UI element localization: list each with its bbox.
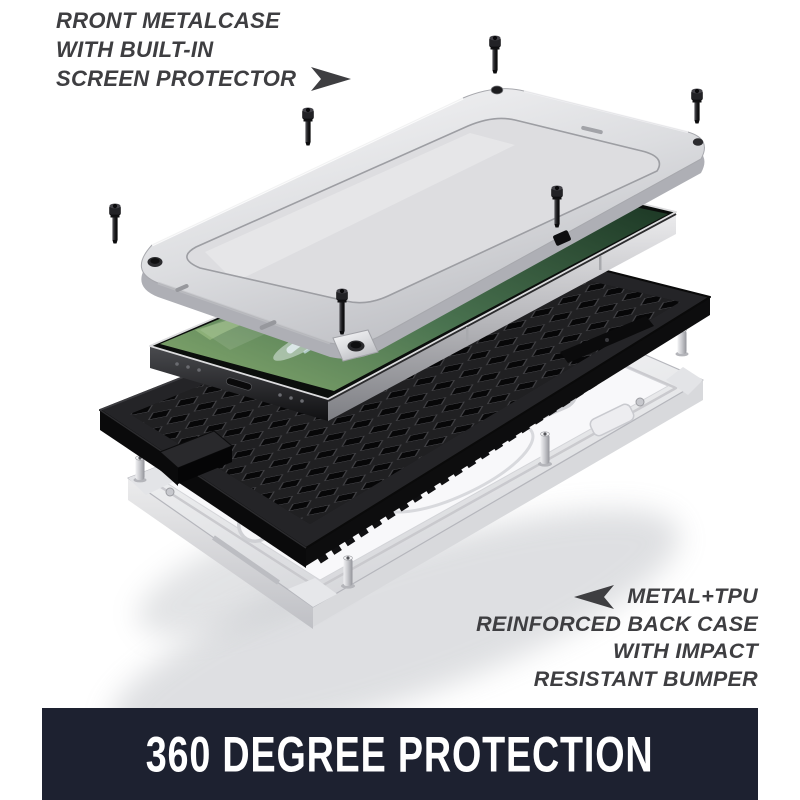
banner-text: 360 DEGREE PROTECTION	[146, 725, 654, 783]
screw-icon	[336, 288, 348, 335]
screw-posts	[133, 327, 689, 589]
front-case-label-line: RRONT METALCASE	[56, 6, 351, 35]
screw-icon	[489, 35, 501, 74]
speaker-holes	[175, 362, 304, 403]
back-case-label-text: METAL+TPU	[627, 584, 758, 608]
arrow-left-icon	[574, 584, 615, 609]
back-case-label-text: WITH IMPACT	[612, 639, 758, 663]
back-case-label-line: METAL+TPU	[476, 583, 758, 611]
back-case-label-line: REINFORCED BACK CASE	[476, 611, 758, 639]
bumper-teeth	[212, 535, 280, 585]
charging-port	[226, 377, 252, 391]
front-case-label-line: SCREEN PROTECTOR	[56, 64, 352, 93]
arrow-right-icon	[311, 66, 352, 91]
back-case-label-line: WITH IMPACT	[476, 638, 758, 666]
back-case-label-text: RESISTANT BUMPER	[533, 666, 758, 691]
screen-protector	[186, 118, 660, 303]
screw-icon	[109, 203, 121, 244]
front-case-label-text: WITH BUILT-IN	[56, 37, 214, 62]
screw-icon	[302, 107, 314, 146]
screw-icon	[691, 88, 703, 124]
front-case-label: RRONT METALCASE WITH BUILT-IN SCREEN PRO…	[56, 6, 352, 93]
screws	[109, 35, 703, 335]
screw-icon	[551, 185, 563, 228]
frame-slots	[175, 125, 603, 330]
front-case-label-line: WITH BUILT-IN	[56, 35, 351, 64]
tpu-inner-case	[99, 246, 711, 568]
front-metal-frame	[141, 85, 705, 362]
back-case-label: METAL+TPU REINFORCED BACK CASE WITH IMPA…	[476, 583, 758, 693]
front-case-label-text: SCREEN PROTECTOR	[56, 66, 297, 91]
front-case-label-text: RRONT METALCASE	[56, 8, 281, 33]
back-case-label-text: REINFORCED BACK CASE	[476, 611, 758, 636]
protection-banner: 360 DEGREE PROTECTION	[42, 708, 758, 800]
back-case-label-line: RESISTANT BUMPER	[476, 666, 758, 694]
side-button-block	[159, 430, 233, 486]
